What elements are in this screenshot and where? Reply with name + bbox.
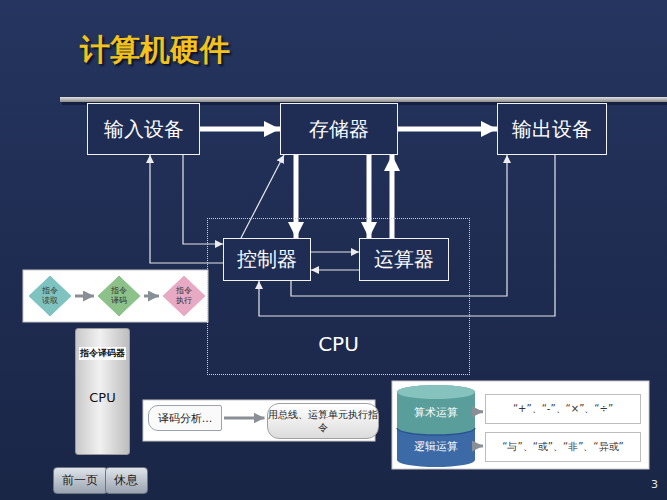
node-text: 逻辑运算 (414, 439, 458, 454)
region-label: CPU (318, 332, 359, 356)
cylinder-top (397, 385, 475, 399)
node-text: 输入设备 (104, 116, 184, 143)
connector-arrow (477, 410, 483, 413)
connector-arrow (398, 127, 497, 132)
nav-button: 前一页 (53, 467, 108, 494)
cylinder-band (397, 385, 475, 435)
connector-arrow (311, 251, 359, 252)
node-text: 指令译码 (111, 286, 128, 305)
connector-arrow (477, 445, 483, 448)
cpu-region: CPU 控制器 运算器 (207, 218, 470, 375)
slide-title: 计算机硬件 (80, 30, 230, 71)
inset-panel (392, 381, 649, 469)
connector-arrow (224, 417, 265, 420)
diamond-shape (97, 275, 141, 317)
cylinder-label-band: 算术运算 (397, 400, 475, 425)
node-text: 用总线、运算单元执行指令 (268, 408, 378, 434)
connector-arrow (144, 295, 159, 298)
step-diamond: 指令译码 (96, 274, 142, 318)
connector-arrow (294, 155, 299, 238)
step-box: 译码分析... (148, 405, 222, 431)
connector-arrow (390, 155, 395, 238)
step-diamond: 指令读取 (27, 274, 73, 318)
node-text: 指令读取 (42, 286, 59, 305)
cylinder-label-band: 逻辑运算 (397, 434, 475, 459)
nav-button: 休息 (105, 467, 148, 494)
controller-box: 控制器 (223, 238, 311, 281)
cylinder-band (397, 428, 475, 467)
connector-arrow (183, 155, 223, 244)
step-box: 用总线、运算单元执行指令 (267, 403, 379, 439)
diamond-shape (28, 275, 72, 317)
title-bar (60, 97, 667, 102)
page-number: 3 (651, 478, 658, 491)
node-text: “与”、“或”、“非”、“异或” (502, 440, 623, 454)
connector-arrow (150, 155, 223, 263)
connector-arrow (367, 155, 372, 238)
node-text: 休息 (114, 472, 138, 489)
node-text: 译码分析... (158, 411, 213, 426)
node-text: 指令译码器 (79, 347, 126, 360)
alu-box: 运算器 (359, 238, 449, 281)
connector-arrow (241, 155, 284, 238)
inset-panel (23, 270, 208, 322)
cpu-chip: 指令译码器 CPU (75, 328, 130, 455)
node-text: 指令执行 (176, 286, 193, 305)
operator-box: “+”、“-”、“×”、“÷” (485, 394, 641, 424)
connector-arrow (259, 155, 555, 316)
connector-arrow (75, 295, 94, 298)
connector-arrow (291, 155, 507, 296)
node-text: “+”、“-”、“×”、“÷” (513, 402, 613, 416)
cylinder-seam (397, 428, 475, 435)
diamond-shape (162, 275, 206, 317)
step-diamond: 指令执行 (161, 274, 207, 318)
connector-arrow (311, 269, 359, 270)
memory-box: 存储器 (280, 103, 398, 155)
node-text: 前一页 (62, 472, 98, 489)
node-text: 运算器 (374, 246, 434, 273)
device-box: 输入设备 (87, 103, 200, 155)
node-text: 算术运算 (414, 405, 458, 420)
node-text: 存储器 (309, 116, 369, 143)
node-text: 输出设备 (512, 116, 592, 143)
connector-arrow (200, 127, 280, 132)
node-text: CPU (89, 390, 115, 405)
node-text: 控制器 (237, 246, 297, 273)
device-box: 输出设备 (497, 103, 607, 155)
operator-box: “与”、“或”、“非”、“异或” (485, 432, 641, 462)
